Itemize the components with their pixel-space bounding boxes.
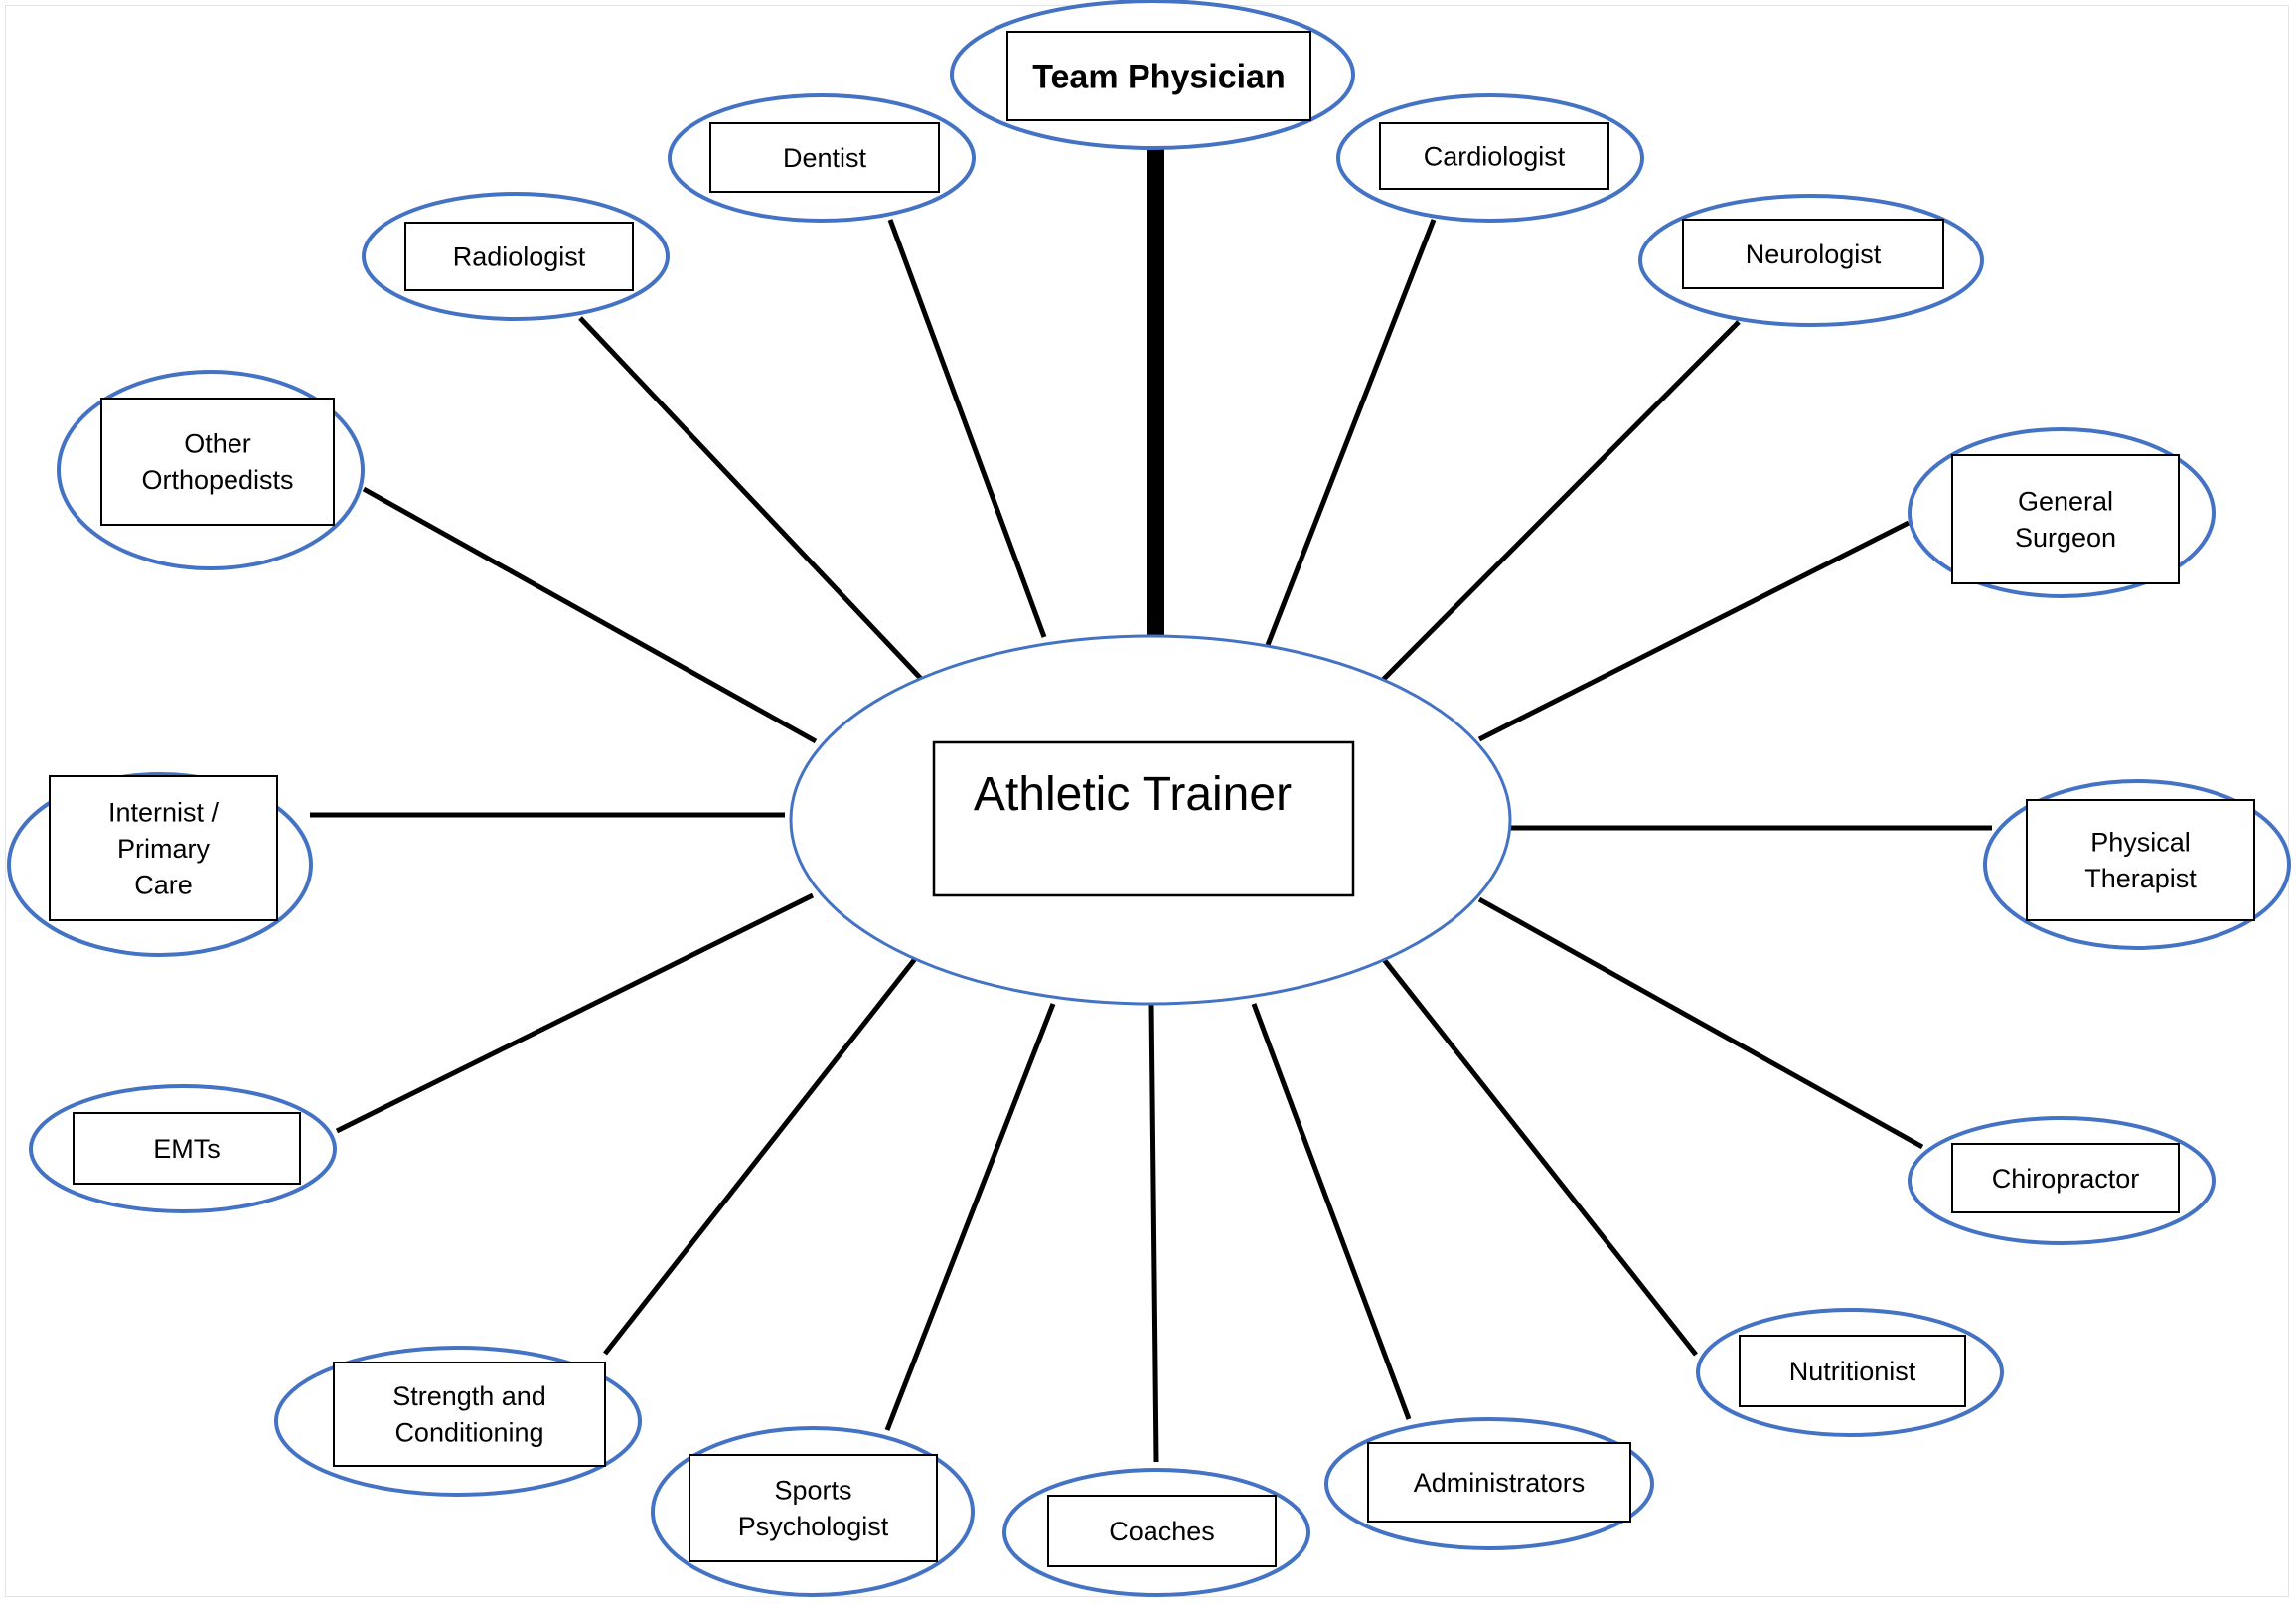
node-administrators[interactable]: Administrators xyxy=(1324,1417,1654,1550)
connector-line-dentist xyxy=(887,219,1047,638)
neurologist-label-line: Neurologist xyxy=(1746,240,1882,269)
node-coaches[interactable]: Coaches xyxy=(1002,1468,1310,1597)
connector-line-general-surgeon xyxy=(1477,520,1911,742)
administrators-label-line: Administrators xyxy=(1414,1468,1586,1498)
node-dentist[interactable]: Dentist xyxy=(668,93,976,223)
cardiologist-box xyxy=(1379,122,1609,190)
other-orthopedists-label-line: Other xyxy=(184,429,251,459)
coaches-box xyxy=(1047,1495,1277,1567)
connector-line-strength-and-conditioning xyxy=(603,953,920,1356)
emts-label-line: EMTs xyxy=(153,1134,221,1164)
physical-therapist-label-line: Physical xyxy=(2090,828,2191,858)
connector-line-coaches xyxy=(1148,1003,1159,1463)
other-orthopedists-label-line: Orthopedists xyxy=(141,465,293,495)
connector-line-radiologist xyxy=(578,316,925,683)
internist-primary-care-label-line: Care xyxy=(134,870,193,899)
nutritionist-label-line: Nutritionist xyxy=(1789,1357,1916,1386)
node-nutritionist[interactable]: Nutritionist xyxy=(1696,1308,2004,1437)
node-team-physician[interactable]: Team Physician xyxy=(950,0,1355,150)
dentist-label-line: Dentist xyxy=(783,143,867,173)
connector-line-neurologist xyxy=(1380,320,1741,683)
connector-line-administrators xyxy=(1251,1003,1412,1420)
sports-psychologist-label-line: Sports xyxy=(774,1476,851,1506)
center-label-box xyxy=(932,740,1355,897)
team-physician-label-line: Team Physician xyxy=(1032,58,1286,95)
internist-primary-care-box xyxy=(49,775,278,921)
general-surgeon-label-line: General xyxy=(2018,487,2113,517)
general-surgeon-label-line: Surgeon xyxy=(2015,523,2116,553)
node-chiropractor[interactable]: Chiropractor xyxy=(1908,1116,2216,1245)
center-node-athletic-trainer[interactable]: Athletic Trainer xyxy=(789,634,1512,1006)
general-surgeon-box xyxy=(1951,454,2180,584)
strength-and-conditioning-box xyxy=(333,1362,606,1467)
connector-line-cardiologist xyxy=(1265,219,1437,646)
connector-line-emts xyxy=(335,892,815,1134)
connector-line-other-orthopedists xyxy=(362,486,818,744)
dentist-box xyxy=(709,122,940,193)
chiropractor-box xyxy=(1951,1143,2180,1213)
internist-primary-care-label-line: Internist / xyxy=(108,798,220,828)
team-physician-box xyxy=(1006,31,1311,121)
neurologist-box xyxy=(1682,219,1944,289)
sports-psychologist-label-line: Psychologist xyxy=(738,1512,889,1541)
radiologist-label-line: Radiologist xyxy=(453,241,586,271)
cardiologist-label-line: Cardiologist xyxy=(1424,141,1566,171)
emts-box xyxy=(73,1112,301,1185)
node-cardiologist[interactable]: Cardiologist xyxy=(1336,93,1644,223)
internist-primary-care-label-line: Primary xyxy=(117,834,210,864)
connector-lines xyxy=(310,146,1992,1463)
connector-line-sports-psychologist xyxy=(884,1003,1056,1431)
physical-therapist-label-line: Therapist xyxy=(2084,864,2197,893)
strength-and-conditioning-label-line: Conditioning xyxy=(394,1418,543,1448)
connector-line-chiropractor xyxy=(1477,896,1924,1150)
administrators-box xyxy=(1367,1442,1631,1523)
nutritionist-box xyxy=(1739,1335,1966,1407)
chiropractor-label-line: Chiropractor xyxy=(1992,1164,2140,1194)
sports-psychologist-box xyxy=(689,1454,938,1562)
physical-therapist-box xyxy=(2026,799,2255,921)
node-emts[interactable]: EMTs xyxy=(29,1084,337,1213)
center-label: Athletic Trainer xyxy=(974,768,1292,821)
other-orthopedists-box xyxy=(100,398,335,526)
coaches-label-line: Coaches xyxy=(1109,1517,1215,1546)
connector-line-nutritionist xyxy=(1380,955,1698,1357)
radiologist-box xyxy=(404,222,634,291)
node-radiologist[interactable]: Radiologist xyxy=(362,192,670,321)
node-neurologist[interactable]: Neurologist xyxy=(1638,194,1984,327)
strength-and-conditioning-label-line: Strength and xyxy=(392,1381,546,1411)
